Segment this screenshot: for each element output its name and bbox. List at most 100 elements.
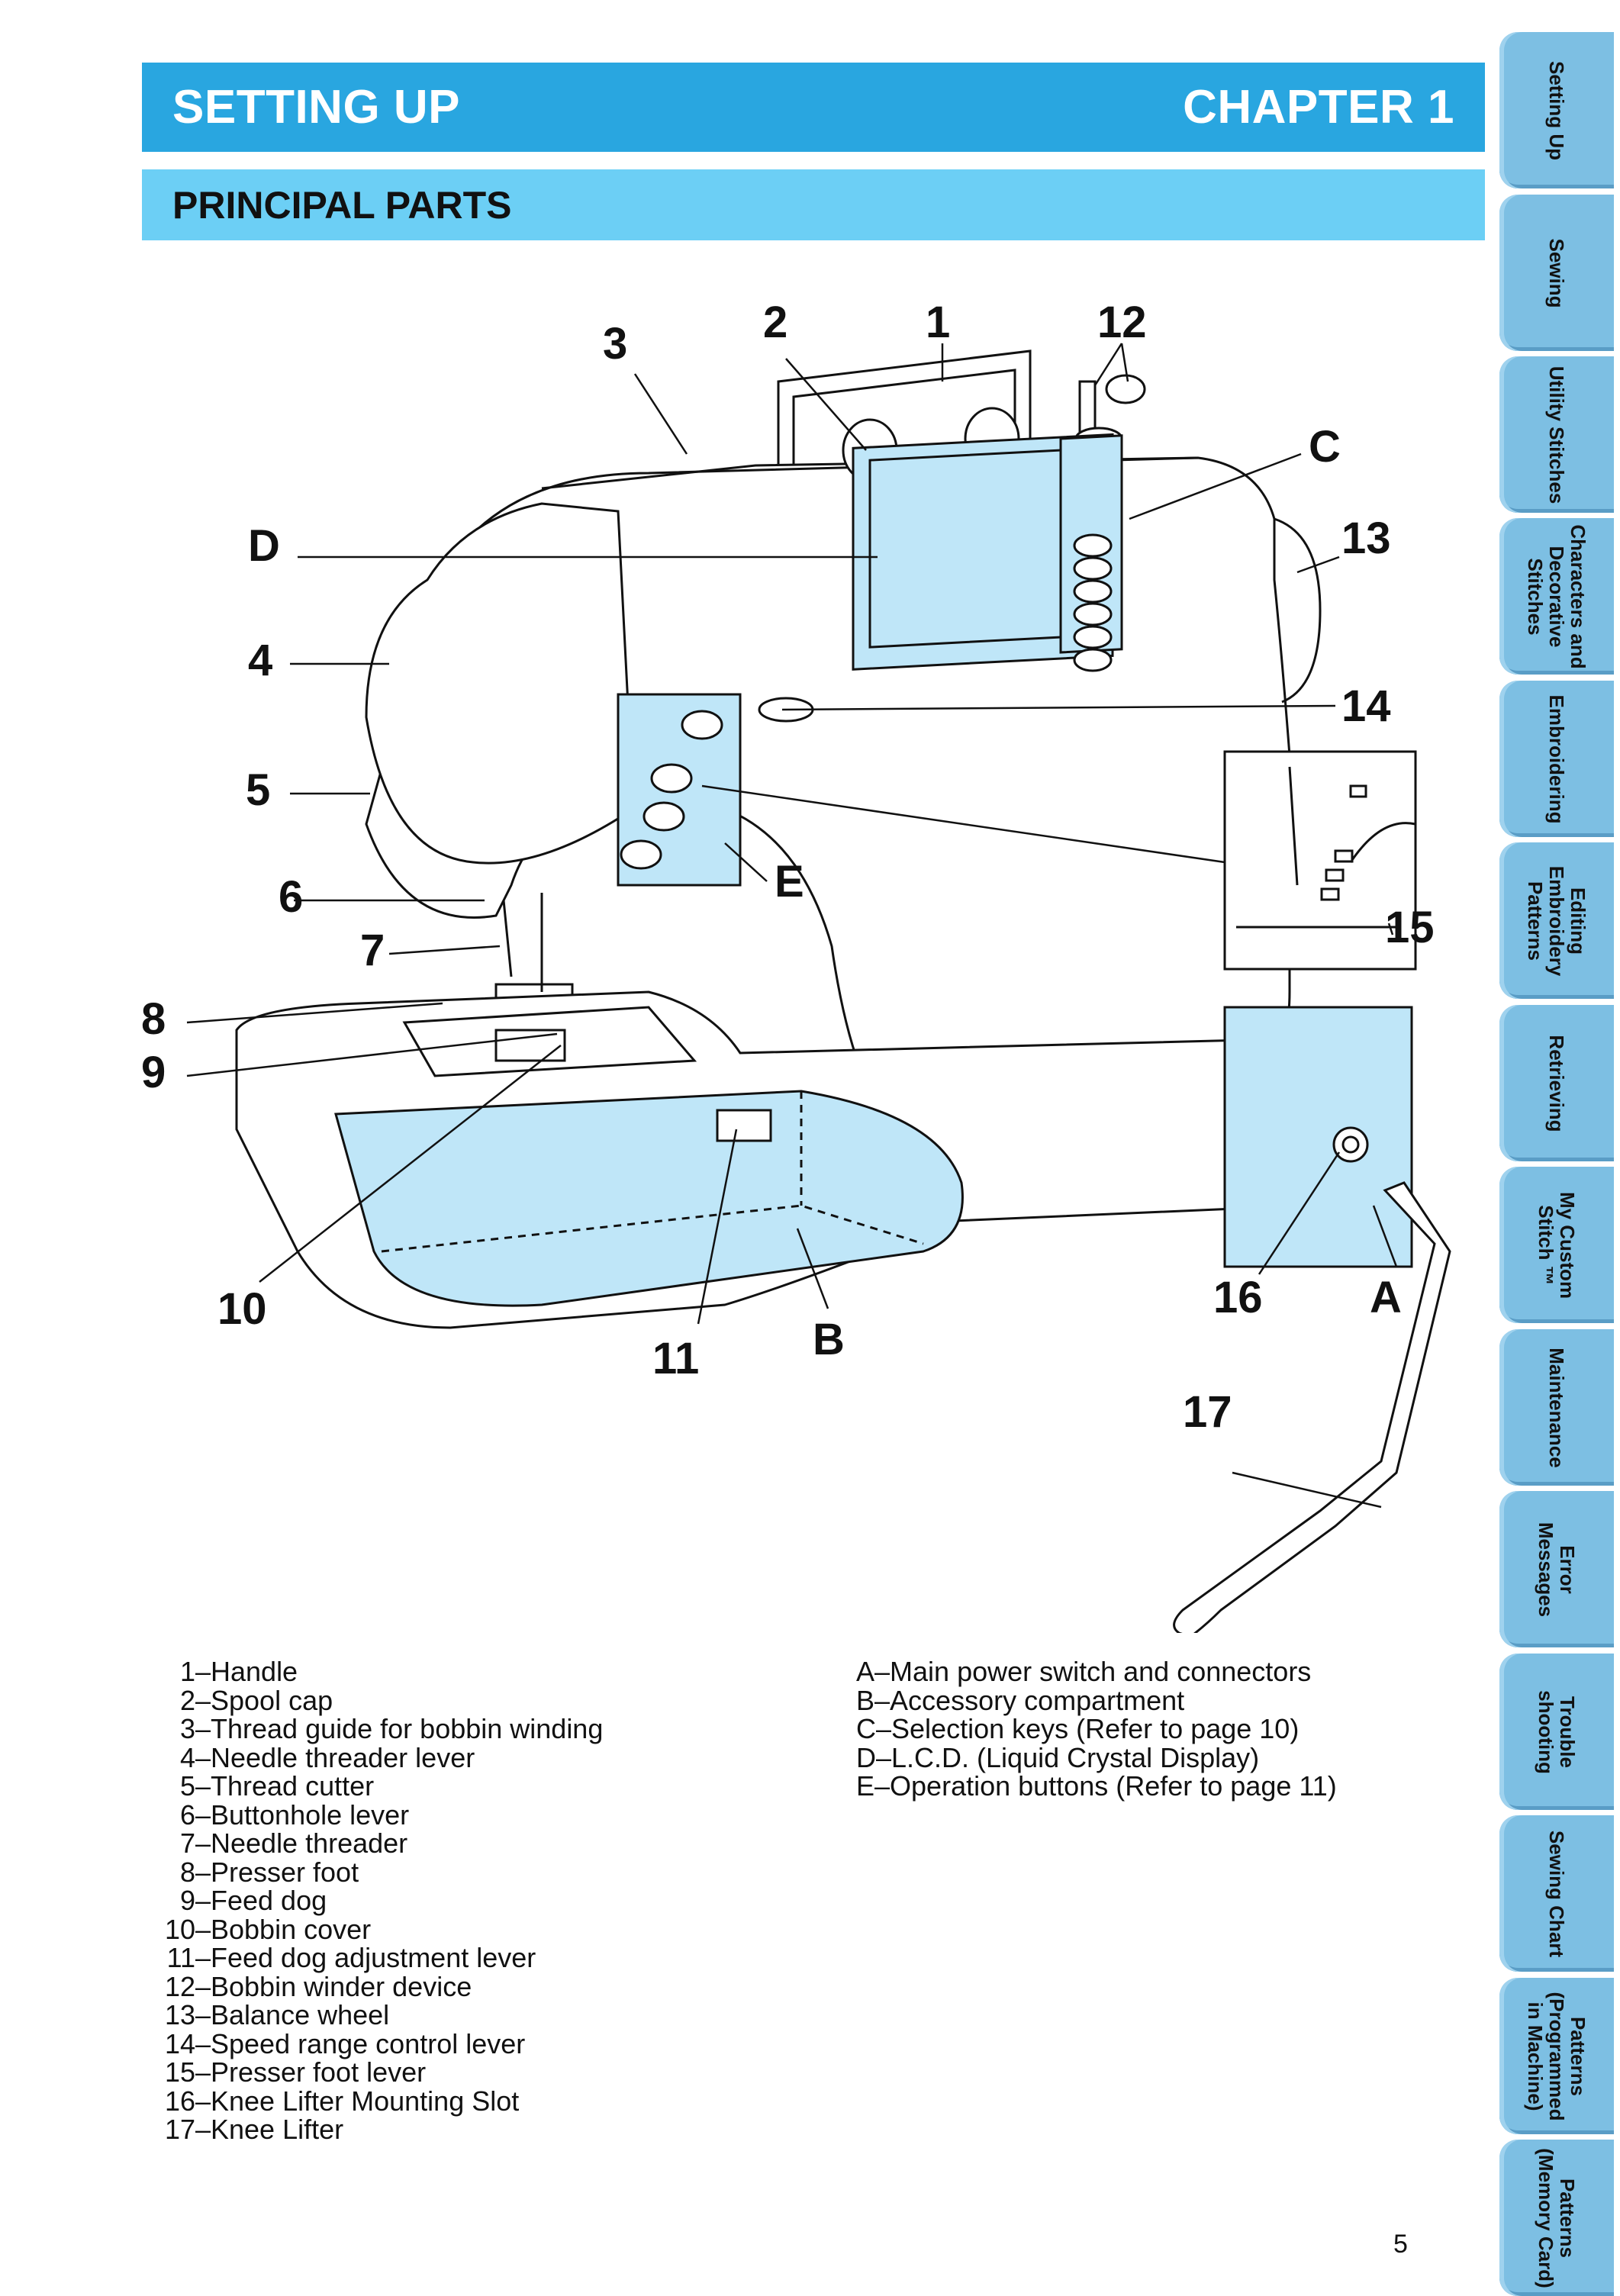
- part-label: Knee Lifter Mounting Slot: [211, 2085, 520, 2117]
- list-item: 13–Balance wheel: [142, 2001, 603, 2030]
- callout-label: 16: [1213, 1273, 1263, 1322]
- part-separator: –: [195, 2056, 211, 2088]
- list-item: D–L.C.D. (Liquid Crystal Display): [856, 1741, 1260, 1773]
- part-separator: –: [195, 1798, 211, 1831]
- accessory-compartment: [334, 1090, 964, 1307]
- list-item: 3–Thread guide for bobbin winding: [142, 1715, 603, 1744]
- section-header: PRINCIPAL PARTS: [142, 169, 1485, 240]
- list-item: 8–Presser foot: [142, 1856, 603, 1888]
- chapter-tab[interactable]: My Custom Stitch ™: [1499, 1167, 1614, 1323]
- sewing-machine-diagram: }: [141, 298, 1451, 1633]
- part-number: 6: [179, 1798, 195, 1831]
- callout-label: 7: [360, 926, 385, 975]
- part-separator: –: [195, 1770, 211, 1802]
- chapter-tab[interactable]: Patterns (Memory Card): [1499, 2140, 1614, 2296]
- chapter-tab-label: Characters and Decorative Stitches: [1524, 523, 1589, 669]
- chapter-tab[interactable]: Patterns (Programmed in Machine): [1499, 1978, 1614, 2134]
- list-item: B–Accessory compartment: [856, 1684, 1185, 1716]
- callout-label: A: [1370, 1273, 1402, 1322]
- part-label: Needle threader lever: [211, 1741, 475, 1773]
- part-separator: –: [195, 1942, 211, 1973]
- chapter-tab[interactable]: Sewing: [1499, 195, 1614, 351]
- chapter-title: SETTING UP: [172, 81, 461, 134]
- part-separator: –: [195, 1741, 211, 1773]
- section-title: PRINCIPAL PARTS: [172, 183, 512, 227]
- chapter-tab-label: Patterns (Programmed in Machine): [1524, 1991, 1589, 2121]
- chapter-tab-label: Sewing: [1545, 237, 1568, 308]
- chapter-header: SETTING UP CHAPTER 1: [142, 63, 1485, 152]
- list-item: 12–Bobbin winder device: [142, 1972, 603, 2001]
- callout-labels: 1 2 3 4 5 6 7 8 9 10 11 12 13 14 15 16 1…: [141, 298, 1435, 1437]
- chapter-tab[interactable]: Embroidering: [1499, 681, 1614, 837]
- part-number: 15: [164, 2056, 195, 2088]
- chapter-tab[interactable]: Characters and Decorative Stitches: [1499, 518, 1614, 675]
- callout-label: 2: [763, 298, 787, 347]
- chapter-number: CHAPTER 1: [1183, 81, 1454, 134]
- list-item: 11–Feed dog adjustment lever: [142, 1943, 603, 1972]
- chapter-tab[interactable]: Trouble shooting: [1499, 1654, 1614, 1810]
- part-separator: –: [195, 1856, 211, 1888]
- part-label: Bobbin winder device: [211, 1970, 472, 2002]
- chapter-tab[interactable]: Maintenance: [1499, 1329, 1614, 1486]
- presser-foot-lever-inset: [1223, 750, 1417, 971]
- feed-dog-adjust-lever: [716, 1109, 772, 1142]
- callout-label: E: [775, 857, 804, 906]
- chapter-tab-label: Error Messages: [1535, 1522, 1579, 1617]
- chapter-tab-label: Trouble shooting: [1535, 1689, 1579, 1774]
- part-number: 4: [179, 1741, 195, 1773]
- part-label: Needle threader: [211, 1827, 408, 1859]
- list-item: 9–Feed dog: [142, 1886, 603, 1915]
- chapter-tab[interactable]: Editing Embroidery Patterns: [1499, 842, 1614, 999]
- part-number: 12: [164, 1970, 195, 2002]
- list-item: 4–Needle threader lever: [142, 1741, 603, 1773]
- part-number: 17: [164, 2114, 195, 2145]
- chapter-tab[interactable]: Sewing Chart: [1499, 1815, 1614, 1972]
- list-item: 2–Spool cap: [142, 1686, 603, 1715]
- list-item: 17–Knee Lifter: [142, 2115, 603, 2144]
- chapter-tab-label: Editing Embroidery Patterns: [1524, 865, 1589, 976]
- part-number: 16: [164, 2085, 195, 2117]
- part-separator: –: [195, 1656, 211, 1687]
- part-separator: –: [195, 1827, 211, 1859]
- chapter-tab-label: Utility Stitches: [1545, 365, 1568, 504]
- callout-label: 17: [1183, 1387, 1232, 1437]
- machine-head: [365, 502, 635, 865]
- list-item: C–Selection keys (Refer to page 10): [856, 1713, 1300, 1744]
- part-number: 2: [179, 1684, 195, 1716]
- chapter-tab[interactable]: Setting Up: [1499, 32, 1614, 188]
- chapter-tab[interactable]: Retrieving: [1499, 1005, 1614, 1161]
- part-label: Feed dog: [211, 1885, 327, 1916]
- handle-shape: [777, 349, 1032, 465]
- part-separator: –: [195, 1970, 211, 2002]
- part-label: Presser foot: [211, 1856, 359, 1888]
- part-label: Handle: [211, 1656, 298, 1687]
- chapter-tab-label: Embroidering: [1545, 694, 1568, 823]
- selection-keys: }: [1073, 533, 1113, 672]
- part-number: 10: [164, 1913, 195, 1945]
- list-item: 14–Speed range control lever: [142, 2029, 603, 2059]
- chapter-tab-label: My Custom Stitch ™: [1535, 1191, 1579, 1299]
- callout-label: B: [813, 1315, 845, 1364]
- part-number: 7: [179, 1827, 195, 1859]
- list-item: A–Main power switch and connectors: [856, 1656, 1312, 1687]
- callout-label: 4: [248, 636, 272, 685]
- list-item: 1–Handle: [142, 1657, 603, 1686]
- callout-label: 1: [926, 298, 950, 347]
- callout-label: 6: [279, 872, 303, 922]
- part-label: Thread guide for bobbin winding: [211, 1713, 604, 1744]
- part-separator: –: [195, 2114, 211, 2145]
- chapter-tab-label: Setting Up: [1545, 60, 1568, 160]
- chapter-tab-label: Retrieving: [1545, 1034, 1568, 1132]
- part-label: Feed dog adjustment lever: [211, 1942, 536, 1973]
- chapter-tab[interactable]: Utility Stitches: [1499, 356, 1614, 513]
- components-list: A–Main power switch and connectors B–Acc…: [856, 1657, 1337, 1801]
- knee-lifter-shape: [1173, 1181, 1451, 1633]
- part-separator: –: [195, 1913, 211, 1945]
- chapter-tab[interactable]: Error Messages: [1499, 1491, 1614, 1647]
- list-item: 6–Buttonhole lever: [142, 1798, 603, 1831]
- callout-label: 12: [1097, 298, 1147, 347]
- list-item: E–Operation buttons (Refer to page 11): [856, 1770, 1337, 1802]
- part-number: 9: [179, 1885, 195, 1916]
- chapter-tab-label: Patterns (Memory Card): [1535, 2147, 1579, 2288]
